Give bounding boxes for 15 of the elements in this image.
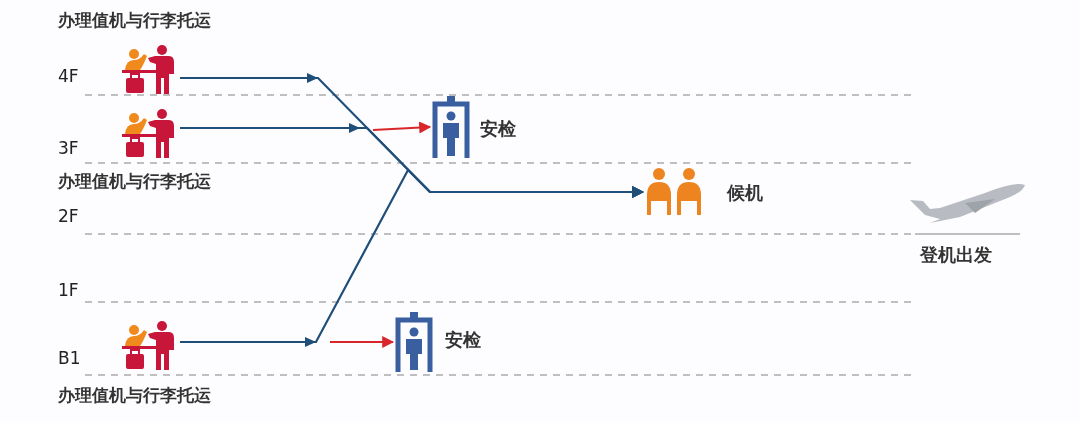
floor-label: 2F (58, 208, 79, 225)
arrow (372, 121, 432, 134)
node-label: 办理值机与行李托运 (58, 12, 211, 29)
node-label: 办理值机与行李托运 (58, 387, 211, 404)
node-label: 候机 (727, 184, 763, 202)
arrow (330, 336, 395, 348)
arrow (180, 168, 645, 347)
floor-label: 1F (58, 282, 79, 299)
node-label: 办理值机与行李托运 (58, 173, 211, 190)
node-label: 登机出发 (920, 246, 992, 264)
node-label: 安检 (445, 331, 481, 349)
floor-label: B1 (58, 350, 81, 367)
floor-label: 4F (58, 68, 79, 85)
node-label: 安检 (480, 120, 516, 138)
floor-label: 3F (58, 140, 79, 157)
